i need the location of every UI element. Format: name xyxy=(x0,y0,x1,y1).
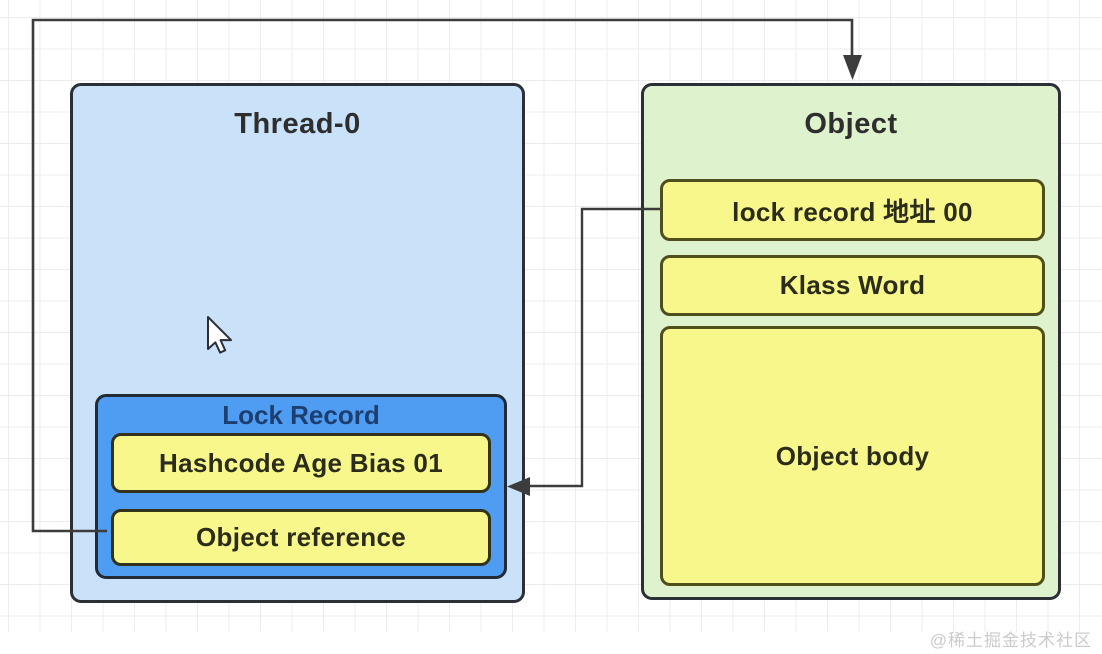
object-body-slot[interactable]: Object body xyxy=(660,326,1045,586)
object-reference-slot[interactable]: Object reference xyxy=(111,509,491,566)
object-body-label: Object body xyxy=(775,440,930,471)
hashcode-age-bias-slot[interactable]: Hashcode Age Bias 01 xyxy=(111,433,491,493)
klass-word-slot[interactable]: Klass Word xyxy=(660,255,1045,316)
connector-lock-record-address-to-lock-record xyxy=(507,207,660,496)
lock-record-box[interactable]: Lock Record Hashcode Age Bias 01 Object … xyxy=(95,394,507,579)
lock-record-title: Lock Record xyxy=(222,400,380,430)
klass-word-label: Klass Word xyxy=(779,270,926,300)
lock-record-address-label: lock record 地址 00 xyxy=(732,196,973,227)
arrowhead-down-icon xyxy=(843,55,862,80)
watermark: @稀土掘金技术社区 xyxy=(929,631,1092,650)
thread-0-title: Thread-0 xyxy=(234,108,361,140)
object-box[interactable]: Object lock record 地址 00 Klass Word Obje… xyxy=(641,83,1061,600)
hashcode-age-bias-label: Hashcode Age Bias 01 xyxy=(159,447,443,478)
object-title: Object xyxy=(804,108,898,140)
thread-0-box[interactable]: Thread-0 Lock Record Hashcode Age Bias 0… xyxy=(70,83,525,603)
object-reference-label: Object reference xyxy=(195,522,406,552)
lock-record-address-slot[interactable]: lock record 地址 00 xyxy=(660,179,1045,241)
bottom-whitespace xyxy=(0,632,1102,654)
